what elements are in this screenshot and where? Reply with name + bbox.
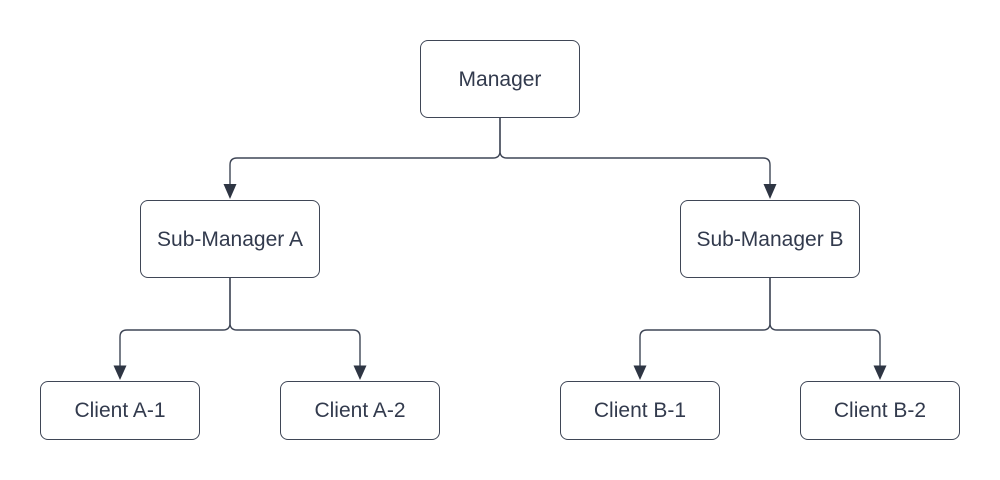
edge-sub-manager-b-to-client-b2: [769, 278, 887, 380]
node-sub-manager-a: Sub-Manager A: [140, 200, 320, 278]
node-label: Client A-2: [314, 399, 406, 422]
arrowhead-icon: [763, 184, 777, 199]
node-label: Client A-1: [74, 399, 166, 422]
edge-manager-to-sub-manager-a: [223, 118, 501, 199]
node-label: Client B-1: [593, 399, 687, 422]
arrowhead-icon: [223, 184, 237, 199]
arrowhead-icon: [353, 365, 367, 380]
node-client-a1: Client A-1: [40, 381, 200, 440]
edge-manager-to-sub-manager-b: [499, 118, 777, 199]
edge-sub-manager-a-to-client-a1: [113, 278, 231, 380]
arrowhead-icon: [873, 365, 887, 380]
node-label: Sub-Manager B: [696, 227, 844, 251]
edge-sub-manager-a-to-client-a2: [229, 278, 367, 380]
node-client-a2: Client A-2: [280, 381, 440, 440]
node-client-b2: Client B-2: [800, 381, 960, 440]
edge-sub-manager-b-to-client-b1: [633, 278, 771, 380]
arrowhead-icon: [113, 365, 127, 380]
node-label: Sub-Manager A: [157, 227, 303, 251]
node-sub-manager-b: Sub-Manager B: [680, 200, 860, 278]
node-label: Manager: [458, 67, 542, 91]
node-client-b1: Client B-1: [560, 381, 720, 440]
node-manager: Manager: [420, 40, 580, 118]
node-label: Client B-2: [833, 399, 927, 422]
arrowhead-icon: [633, 365, 647, 380]
